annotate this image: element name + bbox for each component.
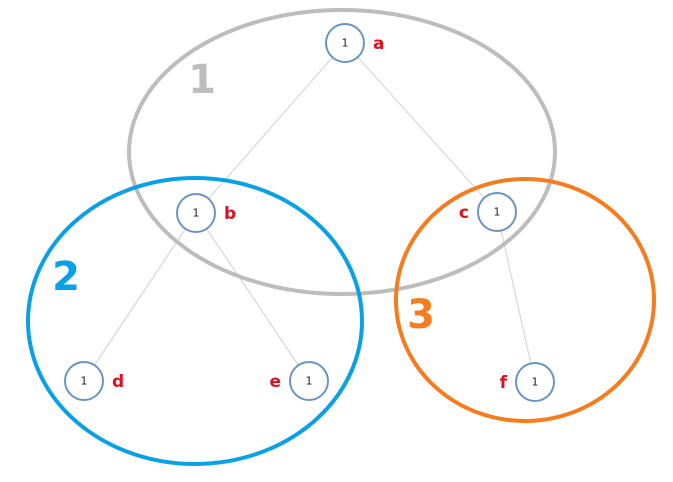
node-value: 1 bbox=[494, 206, 501, 219]
group-ellipse-1 bbox=[127, 8, 557, 296]
node-f[interactable]: 1f bbox=[500, 362, 555, 402]
group-ellipse-2 bbox=[26, 176, 364, 466]
node-name-label: e bbox=[269, 372, 281, 392]
node-name-label: c bbox=[459, 203, 469, 223]
edge-b-e bbox=[195, 212, 310, 382]
node-circle[interactable] bbox=[64, 361, 104, 401]
node-e[interactable]: 1e bbox=[269, 361, 329, 401]
node-c[interactable]: 1c bbox=[459, 192, 517, 232]
group-label-1: 1 bbox=[188, 57, 216, 103]
edge-c-f bbox=[496, 211, 536, 383]
node-circle[interactable] bbox=[176, 193, 216, 233]
node-circle[interactable] bbox=[325, 23, 365, 63]
group-label-2: 2 bbox=[52, 254, 80, 300]
node-value: 1 bbox=[342, 37, 349, 50]
node-circle[interactable] bbox=[289, 361, 329, 401]
node-value: 1 bbox=[532, 376, 539, 389]
node-value: 1 bbox=[81, 375, 88, 388]
node-name-label: a bbox=[373, 34, 384, 54]
node-name-label: b bbox=[224, 204, 236, 224]
node-name-label: d bbox=[112, 372, 124, 392]
node-circle[interactable] bbox=[515, 362, 555, 402]
node-value: 1 bbox=[306, 375, 313, 388]
edge-b-d bbox=[83, 212, 197, 382]
node-circle[interactable] bbox=[477, 192, 517, 232]
edge-a-c bbox=[344, 42, 498, 213]
group-label-3: 3 bbox=[407, 292, 435, 338]
edge-a-b bbox=[195, 42, 346, 214]
group-ellipse-3 bbox=[394, 177, 656, 423]
node-name-label: f bbox=[500, 373, 508, 393]
node-value: 1 bbox=[193, 207, 200, 220]
